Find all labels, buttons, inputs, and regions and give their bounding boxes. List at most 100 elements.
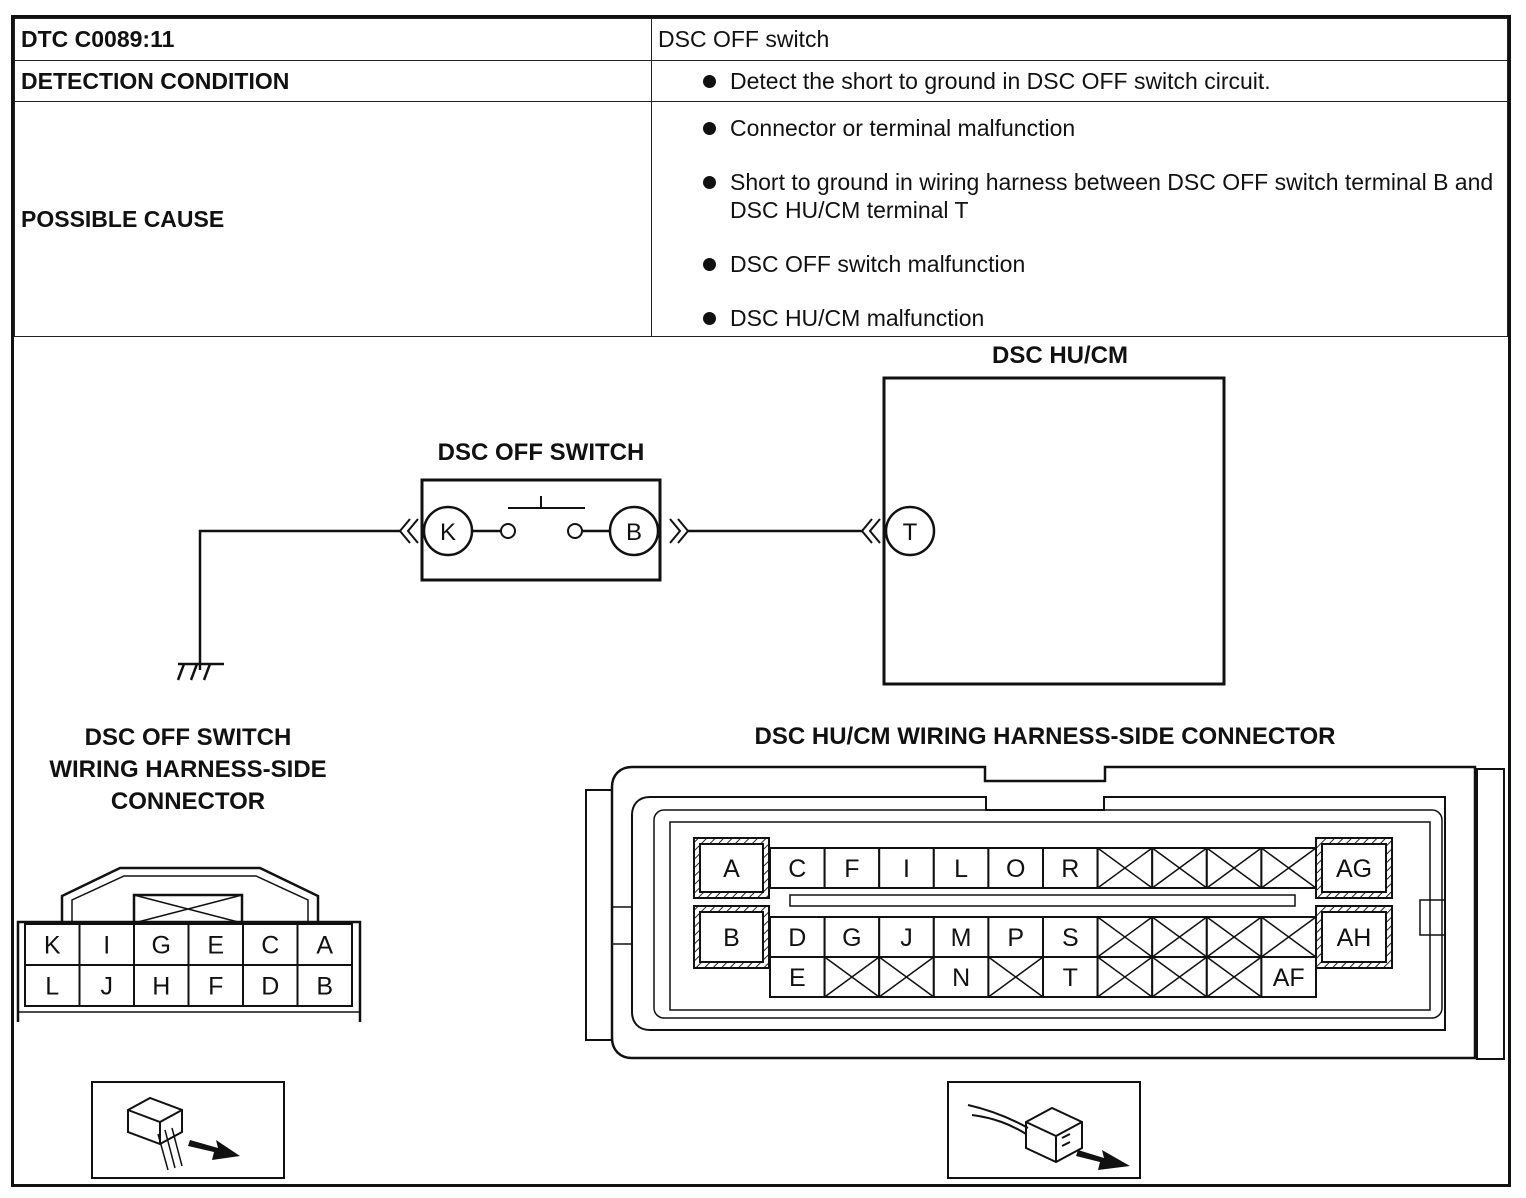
switch-contact xyxy=(567,523,583,539)
terminal-b-label: B xyxy=(626,519,642,546)
switch-pin xyxy=(296,964,353,1007)
hucm-pin xyxy=(878,847,935,889)
cause-item: DSC OFF switch malfunction xyxy=(658,250,1501,278)
switch-pin-label: J xyxy=(101,973,114,1001)
hucm-side-pin xyxy=(1321,911,1387,963)
hucm-box xyxy=(882,376,1226,686)
switch-pin-label: C xyxy=(261,932,279,960)
hucm-pin-label: P xyxy=(1007,924,1024,952)
switch-pin-label: E xyxy=(207,932,224,960)
cause-item: DSC HU/CM malfunction xyxy=(658,304,1501,332)
ground-icon xyxy=(176,662,224,681)
hucm-pin-label: D xyxy=(788,924,806,952)
switch-title: DSC OFF SWITCH xyxy=(438,439,645,466)
terminal-t xyxy=(884,505,936,557)
connector-view-icon xyxy=(947,1081,1141,1179)
switch-pin xyxy=(133,923,190,966)
hucm-side-pin xyxy=(1321,843,1387,893)
cause-list: Connector or terminal malfunction Short … xyxy=(658,114,1501,332)
hucm-pin-label: I xyxy=(903,855,910,883)
ground-wire xyxy=(198,529,400,670)
detection-label: DETECTION CONDITION xyxy=(14,60,652,102)
cause-label: POSSIBLE CAUSE xyxy=(14,101,652,337)
switch-pin-label: I xyxy=(103,932,110,960)
cross-icon xyxy=(1151,847,1208,889)
connector-view-icon xyxy=(91,1081,285,1179)
cause-row: POSSIBLE CAUSE Connector or terminal mal… xyxy=(14,101,1508,337)
cause-cell: Connector or terminal malfunction Short … xyxy=(651,101,1508,337)
dtc-row: DTC C0089:11 DSC OFF switch xyxy=(14,18,1508,61)
switch-pin-label: A xyxy=(316,932,333,960)
switch-pin xyxy=(242,964,299,1007)
hucm-pin-label: M xyxy=(951,924,972,952)
cross-icon xyxy=(1097,847,1153,889)
push-switch-icon xyxy=(508,496,585,509)
cross-icon xyxy=(1206,956,1262,998)
cross-icon xyxy=(1260,847,1317,889)
cross-icon xyxy=(1097,916,1153,958)
hucm-pin xyxy=(987,916,1045,958)
switch-pin-label: F xyxy=(208,973,223,1001)
hucm-pin-label: C xyxy=(788,855,806,883)
hucm-pin-label: R xyxy=(1061,855,1079,883)
hucm-pin-label: E xyxy=(789,964,806,992)
hucm-pin-label: F xyxy=(844,855,859,883)
cross-icon xyxy=(133,894,243,924)
cross-icon xyxy=(1206,916,1262,958)
hucm-pin xyxy=(1042,847,1099,889)
hucm-pin-label: J xyxy=(900,924,913,952)
hucm-connector xyxy=(585,765,1505,1060)
cross-icon xyxy=(878,956,935,998)
cross-icon xyxy=(824,956,880,998)
hucm-pin-label: G xyxy=(842,924,861,952)
hucm-pin xyxy=(1042,956,1099,998)
switch-pin xyxy=(24,964,81,1007)
hucm-side-pin-label: AH xyxy=(1337,924,1372,952)
terminal-k xyxy=(422,505,474,557)
hucm-pin xyxy=(987,847,1045,889)
terminal-k-label: K xyxy=(440,519,456,546)
switch-pin-label: B xyxy=(316,973,333,1001)
terminal-b xyxy=(608,505,660,557)
hucm-pin xyxy=(823,847,881,889)
switch-pin-label: K xyxy=(44,932,61,960)
switch-connector-title: WIRING HARNESS-SIDE xyxy=(49,756,326,783)
hucm-pin xyxy=(1260,956,1318,998)
hucm-pin-label: T xyxy=(1063,964,1078,992)
hucm-pin-label: AF xyxy=(1273,964,1305,992)
hucm-side-pin-label: AG xyxy=(1336,855,1372,883)
hucm-connector-title: DSC HU/CM WIRING HARNESS-SIDE CONNECTOR xyxy=(755,723,1336,750)
hucm-side-pin xyxy=(699,843,764,893)
cross-icon xyxy=(1151,956,1208,998)
hucm-pin-label: S xyxy=(1062,924,1079,952)
switch-pin-label: D xyxy=(261,973,279,1001)
cross-icon xyxy=(987,956,1044,998)
switch-pin-label: H xyxy=(152,973,170,1001)
switch-pin xyxy=(133,964,190,1007)
cross-icon xyxy=(1097,956,1153,998)
cross-icon xyxy=(1206,847,1262,889)
cause-item: Short to ground in wiring harness betwee… xyxy=(658,168,1501,224)
switch-pin xyxy=(187,923,244,966)
hucm-side-pin-label: A xyxy=(723,855,740,883)
detection-row: DETECTION CONDITION Detect the short to … xyxy=(14,60,1508,102)
hucm-pin xyxy=(1042,916,1099,958)
switch-pin xyxy=(78,923,135,966)
hucm-title: DSC HU/CM xyxy=(992,342,1128,369)
cross-icon xyxy=(1151,916,1208,958)
hucm-pin xyxy=(932,956,990,998)
hucm-connector-rib xyxy=(789,894,1296,907)
cause-item: Connector or terminal malfunction xyxy=(658,114,1501,142)
hucm-side-pin xyxy=(699,911,764,963)
dtc-info-table: DTC C0089:11 DSC OFF switch DETECTION CO… xyxy=(14,18,1508,337)
switch-pin xyxy=(24,923,81,966)
switch-connector-title: CONNECTOR xyxy=(111,788,265,815)
hucm-pin-label: L xyxy=(954,855,968,883)
switch-contact xyxy=(500,523,516,539)
switch-pin-label: L xyxy=(45,973,59,1001)
switch-connector-title: DSC OFF SWITCH xyxy=(85,724,292,751)
detection-item: Detect the short to ground in DSC OFF sw… xyxy=(658,67,1501,95)
hucm-pin-label: O xyxy=(1006,855,1025,883)
